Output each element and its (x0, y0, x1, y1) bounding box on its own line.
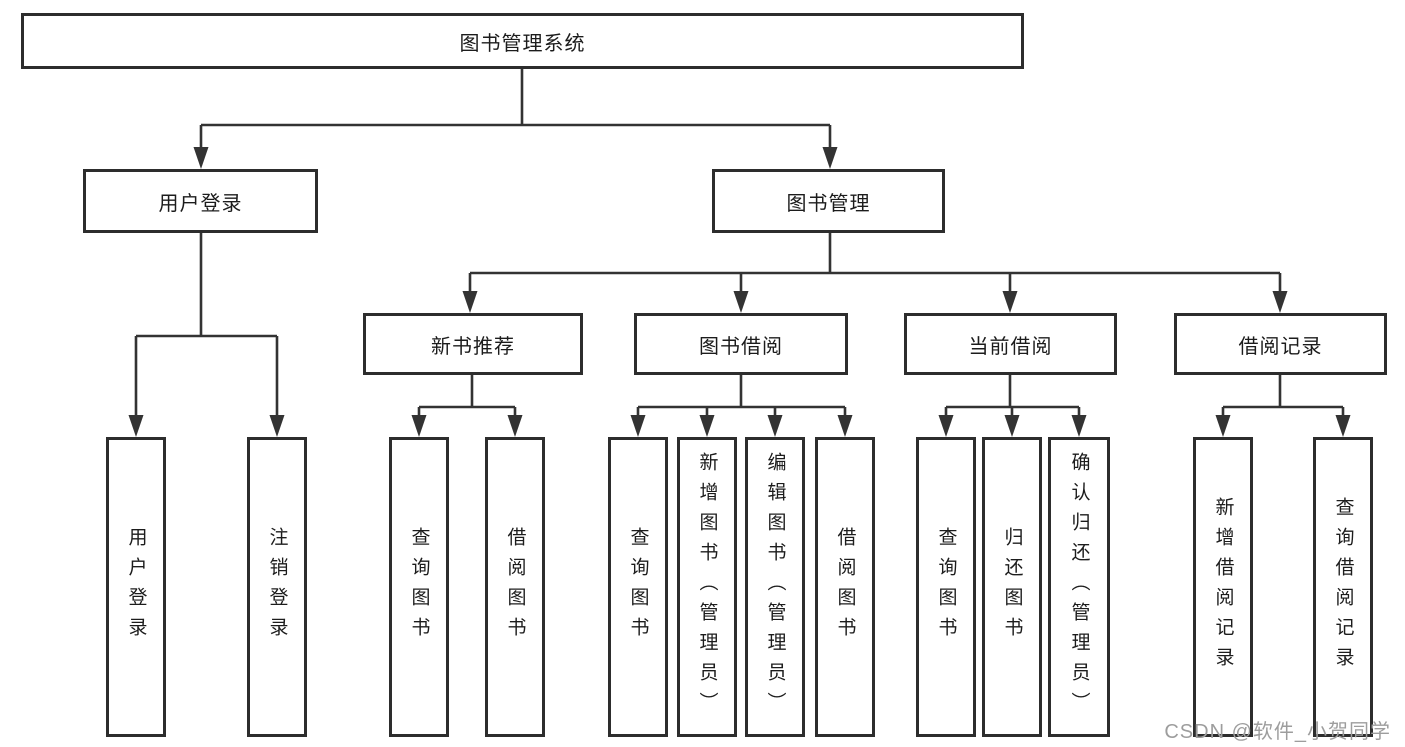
leaf-logout-label: 注销登录 (266, 527, 288, 647)
node-new-book-rec-label: 新书推荐 (431, 335, 515, 358)
arrowhead-icon (193, 147, 209, 169)
leaf-cb-return-books-label: 归还图书 (1001, 527, 1023, 647)
csdn-watermark: CSDN @软件_小贺同学 (1164, 721, 1391, 743)
leaf-bb-query-books-label: 查询图书 (627, 527, 649, 647)
node-book-mgmt: 图书管理 (712, 169, 945, 233)
arrowhead-icon (699, 415, 715, 437)
arrowhead-icon (733, 291, 749, 313)
arrowhead-icon (837, 415, 853, 437)
arrowhead-icon (1071, 415, 1087, 437)
node-user-login: 用户登录 (83, 169, 318, 233)
arrowhead-icon (1002, 291, 1018, 313)
leaf-br-query-record: 查询借阅记录 (1313, 437, 1373, 737)
leaf-bb-add-books: 新增图书（管理员） (677, 437, 737, 737)
leaf-cb-confirm-return-label: 确认归还（管理员） (1068, 452, 1090, 722)
node-root: 图书管理系统 (21, 13, 1024, 69)
leaf-bb-query-books: 查询图书 (608, 437, 668, 737)
leaf-bb-borrow-books: 借阅图书 (815, 437, 875, 737)
node-borrow-records: 借阅记录 (1174, 313, 1387, 375)
arrowhead-icon (462, 291, 478, 313)
arrowhead-icon (1215, 415, 1231, 437)
arrowhead-icon (767, 415, 783, 437)
node-user-login-label: 用户登录 (158, 192, 243, 215)
leaf-nbr-query-books: 查询图书 (389, 437, 449, 737)
arrowhead-icon (128, 415, 144, 437)
leaf-br-add-record-label: 新增借阅记录 (1212, 497, 1234, 677)
arrowhead-icon (630, 415, 646, 437)
arrowhead-icon (269, 415, 285, 437)
leaf-cb-confirm-return: 确认归还（管理员） (1048, 437, 1110, 737)
node-book-borrow-label: 图书借阅 (699, 335, 783, 358)
node-book-borrow: 图书借阅 (634, 313, 848, 375)
leaf-bb-edit-books-label: 编辑图书（管理员） (764, 452, 786, 722)
node-current-borrow: 当前借阅 (904, 313, 1117, 375)
leaf-bb-borrow-books-label: 借阅图书 (834, 527, 856, 647)
arrowhead-icon (1272, 291, 1288, 313)
leaf-cb-return-books: 归还图书 (982, 437, 1042, 737)
leaf-user-login-label: 用户登录 (125, 527, 147, 647)
leaf-user-login: 用户登录 (106, 437, 166, 737)
node-root-label: 图书管理系统 (459, 32, 586, 55)
leaf-bb-edit-books: 编辑图书（管理员） (745, 437, 805, 737)
arrowhead-icon (1335, 415, 1351, 437)
leaf-nbr-query-books-label: 查询图书 (408, 527, 430, 647)
leaf-br-add-record: 新增借阅记录 (1193, 437, 1253, 737)
leaf-br-query-record-label: 查询借阅记录 (1332, 497, 1354, 677)
leaf-nbr-borrow-books-label: 借阅图书 (504, 527, 526, 647)
arrowhead-icon (507, 415, 523, 437)
arrowhead-icon (411, 415, 427, 437)
arrowhead-icon (822, 147, 838, 169)
leaf-nbr-borrow-books: 借阅图书 (485, 437, 545, 737)
node-borrow-records-label: 借阅记录 (1238, 335, 1323, 358)
node-new-book-rec: 新书推荐 (363, 313, 583, 375)
leaf-bb-add-books-label: 新增图书（管理员） (696, 452, 718, 722)
node-book-mgmt-label: 图书管理 (786, 192, 871, 215)
leaf-cb-query-books: 查询图书 (916, 437, 976, 737)
leaf-cb-query-books-label: 查询图书 (935, 527, 957, 647)
arrowhead-icon (1004, 415, 1020, 437)
leaf-logout: 注销登录 (247, 437, 307, 737)
node-current-borrow-label: 当前借阅 (968, 335, 1053, 358)
arrowhead-icon (938, 415, 954, 437)
